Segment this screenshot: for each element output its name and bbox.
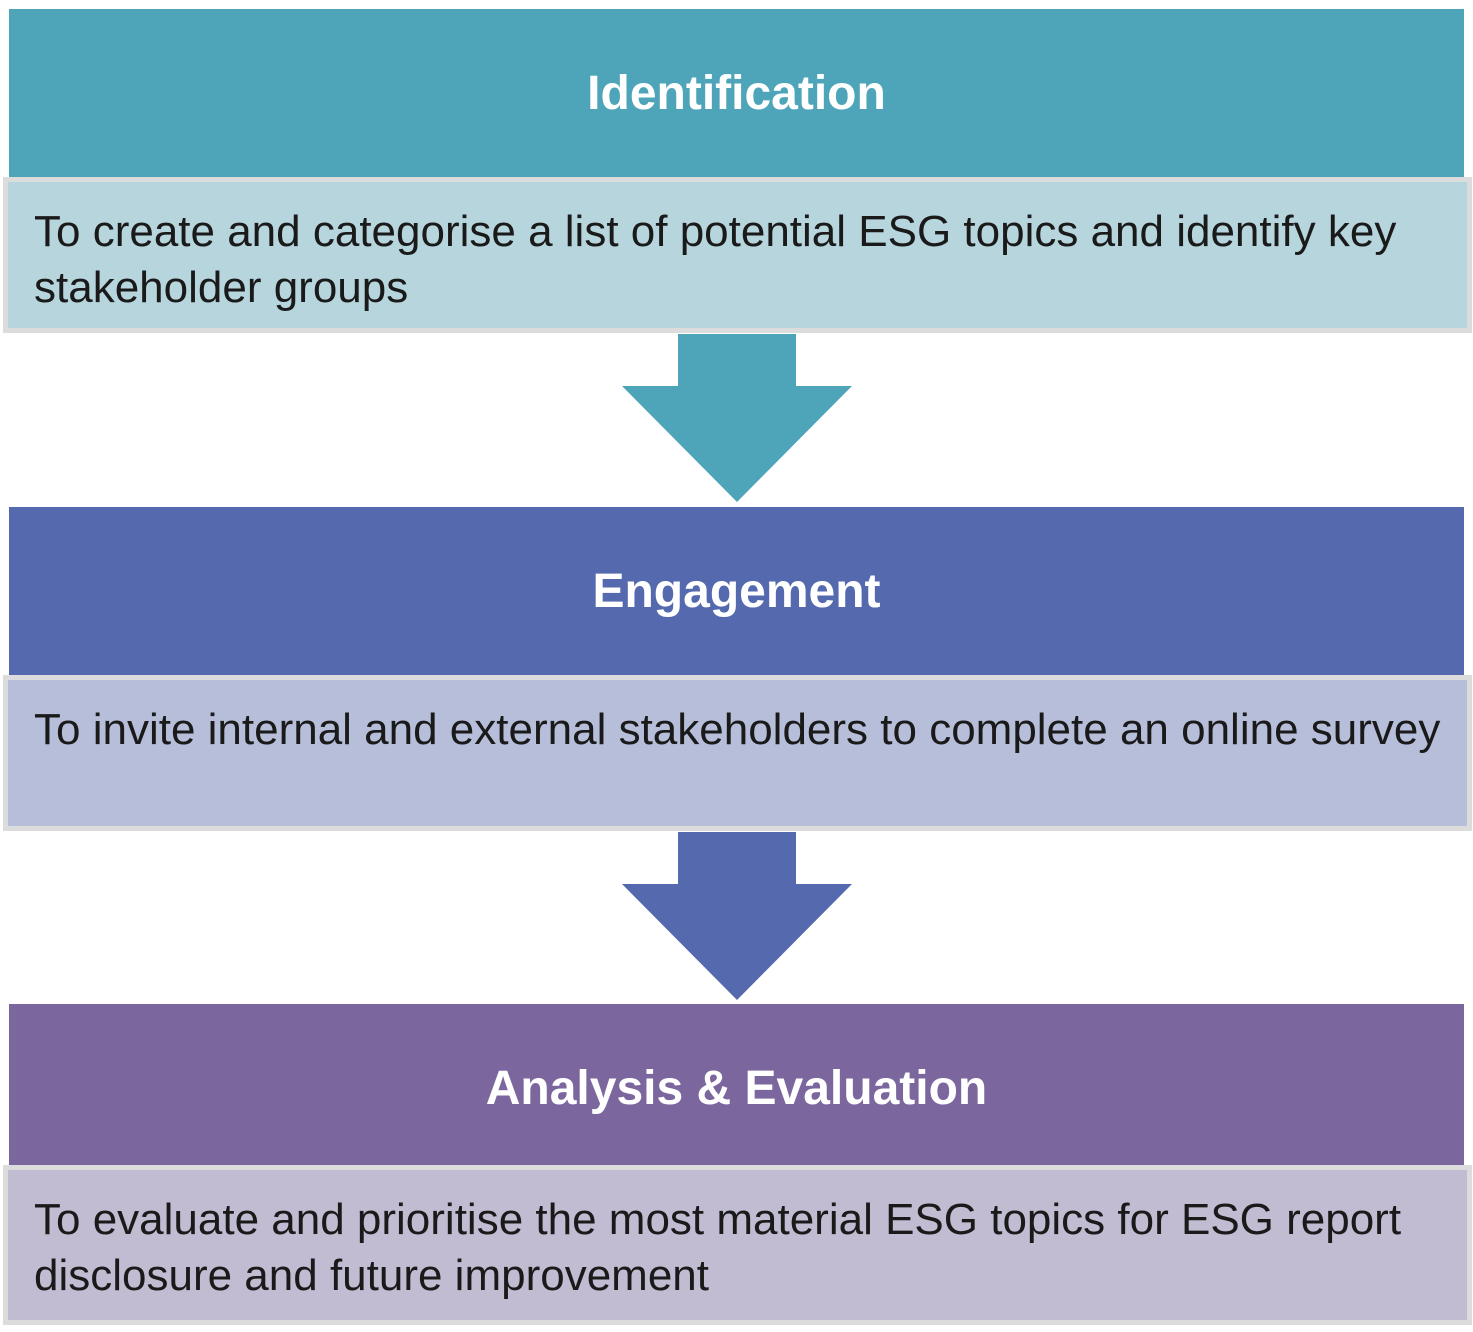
down-arrow-icon <box>622 334 852 502</box>
step-identification-description-box: To create and categorise a list of poten… <box>3 177 1472 333</box>
step-identification-description: To create and categorise a list of poten… <box>34 207 1397 312</box>
step-analysis-evaluation-title: Analysis & Evaluation <box>485 1061 988 1115</box>
step-engagement-description-box: To invite internal and external stakehol… <box>3 675 1472 831</box>
step-engagement-title: Engagement <box>592 564 881 618</box>
step-analysis-evaluation-header: Analysis & Evaluation <box>9 1004 1464 1172</box>
step-analysis-evaluation-description: To evaluate and prioritise the most mate… <box>34 1195 1402 1300</box>
arrow-shape-2 <box>622 832 852 1000</box>
step-engagement-description: To invite internal and external stakehol… <box>34 705 1441 754</box>
down-arrow-icon <box>622 832 852 1000</box>
step-identification-header: Identification <box>9 9 1464 177</box>
step-engagement-header: Engagement <box>9 507 1464 675</box>
step-identification-title: Identification <box>587 66 886 120</box>
arrow-shape-1 <box>622 334 852 502</box>
step-analysis-evaluation-description-box: To evaluate and prioritise the most mate… <box>3 1165 1472 1325</box>
